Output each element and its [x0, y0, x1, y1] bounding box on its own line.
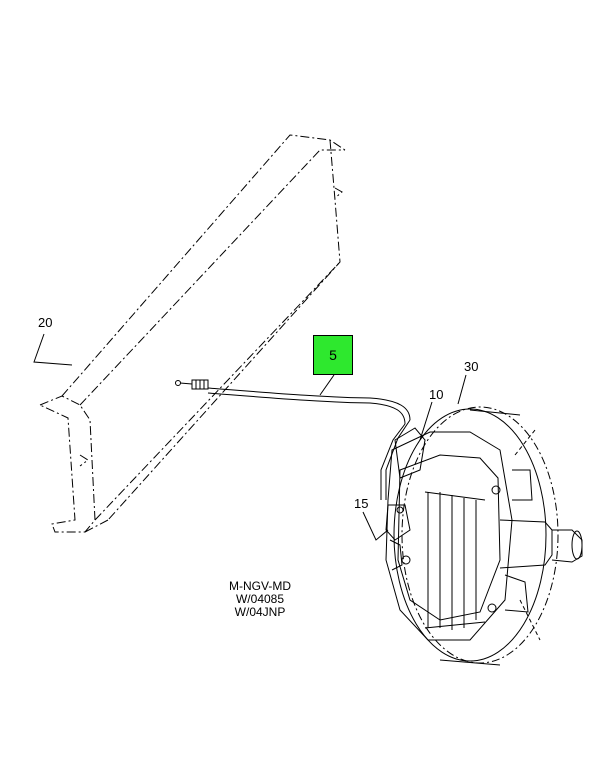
leader-20 — [33, 333, 73, 366]
reference-codes: M-NGV-MD W/04085 W/04JNP — [200, 580, 320, 619]
callout-20: 20 — [38, 315, 53, 330]
reference-line-1: M-NGV-MD — [229, 579, 291, 593]
reference-line-3: W/04JNP — [234, 605, 286, 619]
callout-5-highlight[interactable]: 5 — [313, 335, 353, 375]
frame-rail — [38, 134, 346, 533]
callout-5: 5 — [329, 347, 337, 363]
leader-30 — [457, 374, 467, 405]
callout-15: 15 — [354, 496, 369, 511]
leader-10 — [419, 401, 433, 441]
leader-15 — [362, 511, 389, 541]
callout-10: 10 — [429, 387, 444, 402]
callout-30: 30 — [464, 359, 479, 374]
brake-hose — [175, 379, 411, 500]
reference-line-2: W/04085 — [235, 592, 285, 606]
leader-5 — [319, 374, 335, 396]
brake-assembly — [385, 406, 583, 666]
